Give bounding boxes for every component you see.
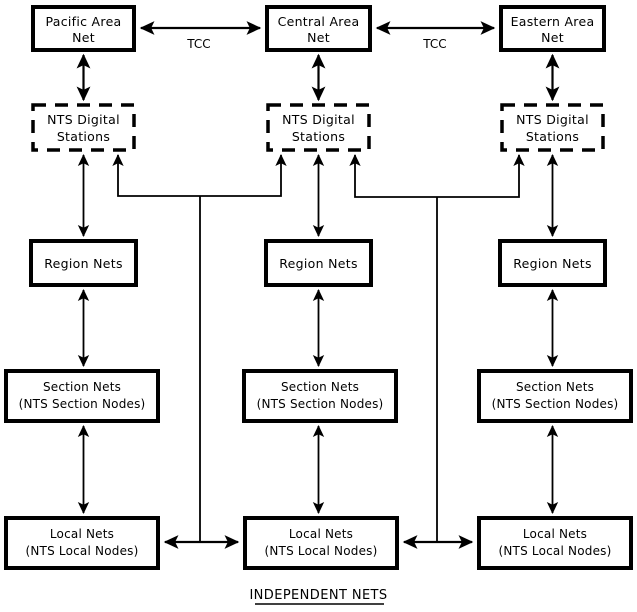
central-local-nets-label-line2: (NTS Local Nodes) [265,544,378,558]
eastern-region-nets-label: Region Nets [513,256,592,271]
central-area-net-label-line2: Net [307,30,330,45]
node-pacific-local-nets[interactable]: Local Nets (NTS Local Nodes) [4,516,160,570]
node-central-area-net[interactable]: Central Area Net [265,5,372,52]
pacific-local-nets-box[interactable] [4,516,160,570]
node-central-local-nets[interactable]: Local Nets (NTS Local Nodes) [243,516,399,570]
node-central-section-nets[interactable]: Section Nets (NTS Section Nodes) [242,369,398,423]
pacific-area-net-label-line2: Net [72,30,95,45]
bridge-left-riser-pacific [112,153,200,197]
eastern-area-net-label-line2: Net [541,30,564,45]
eastern-section-nets-box[interactable] [477,369,633,423]
central-section-nets-label-line2: (NTS Section Nodes) [257,397,384,411]
pacific-area-net-box[interactable] [31,5,136,52]
node-eastern-local-nets[interactable]: Local Nets (NTS Local Nodes) [477,516,633,570]
bridge-right-riser-eastern [437,153,525,198]
node-central-nts-digital-stations[interactable]: NTS Digital Stations [266,103,371,152]
central-section-nets-label-line1: Section Nets [281,380,359,394]
eastern-local-nets-box[interactable] [477,516,633,570]
eastern-region-nets-box[interactable] [498,239,607,287]
bridge-left-riser-central [200,153,287,197]
central-local-nets-box[interactable] [243,516,399,570]
pacific-area-net-label-line1: Pacific Area [45,14,121,29]
eastern-local-nets-label-line2: (NTS Local Nodes) [499,544,612,558]
tcc-label-right: TCC [422,37,446,51]
eastern-nts-digital-label-line2: Stations [526,129,579,144]
pacific-section-nets-box[interactable] [4,369,160,423]
central-local-nets-label-line1: Local Nets [289,527,353,541]
pacific-region-nets-box[interactable] [29,239,138,287]
pacific-local-nets-label-line2: (NTS Local Nodes) [26,544,139,558]
node-eastern-region-nets[interactable]: Region Nets [498,239,607,287]
pacific-section-nets-label-line1: Section Nets [43,380,121,394]
central-section-nets-box[interactable] [242,369,398,423]
node-pacific-nts-digital-stations[interactable]: NTS Digital Stations [31,103,136,152]
pacific-nts-digital-label-line1: NTS Digital [47,112,120,127]
central-region-nets-label: Region Nets [279,256,358,271]
central-area-net-label-line1: Central Area [278,14,360,29]
eastern-nts-digital-label-line1: NTS Digital [516,112,589,127]
bridge-right-riser-central [349,153,437,198]
pacific-region-nets-label: Region Nets [44,256,123,271]
node-pacific-area-net[interactable]: Pacific Area Net [31,5,136,52]
node-eastern-section-nets[interactable]: Section Nets (NTS Section Nodes) [477,369,633,423]
eastern-section-nets-label-line1: Section Nets [516,380,594,394]
pacific-local-nets-label-line1: Local Nets [50,527,114,541]
node-pacific-region-nets[interactable]: Region Nets [29,239,138,287]
eastern-local-nets-label-line1: Local Nets [523,527,587,541]
pacific-nts-digital-label-line2: Stations [57,129,110,144]
node-central-region-nets[interactable]: Region Nets [264,239,373,287]
node-pacific-section-nets[interactable]: Section Nets (NTS Section Nodes) [4,369,160,423]
pacific-section-nets-label-line2: (NTS Section Nodes) [19,397,146,411]
tcc-label-left: TCC [186,37,210,51]
eastern-area-net-label-line1: Eastern Area [511,14,595,29]
eastern-section-nets-label-line2: (NTS Section Nodes) [492,397,619,411]
central-region-nets-box[interactable] [264,239,373,287]
central-nts-digital-label-line1: NTS Digital [282,112,355,127]
node-eastern-nts-digital-stations[interactable]: NTS Digital Stations [500,103,605,152]
node-eastern-area-net[interactable]: Eastern Area Net [499,5,606,52]
central-nts-digital-stations-box[interactable] [266,103,371,152]
eastern-nts-digital-stations-box[interactable] [500,103,605,152]
central-nts-digital-label-line2: Stations [292,129,345,144]
central-area-net-box[interactable] [265,5,372,52]
footer-independent-nets-label: INDEPENDENT NETS [249,588,387,603]
eastern-area-net-box[interactable] [499,5,606,52]
pacific-nts-digital-stations-box[interactable] [31,103,136,152]
